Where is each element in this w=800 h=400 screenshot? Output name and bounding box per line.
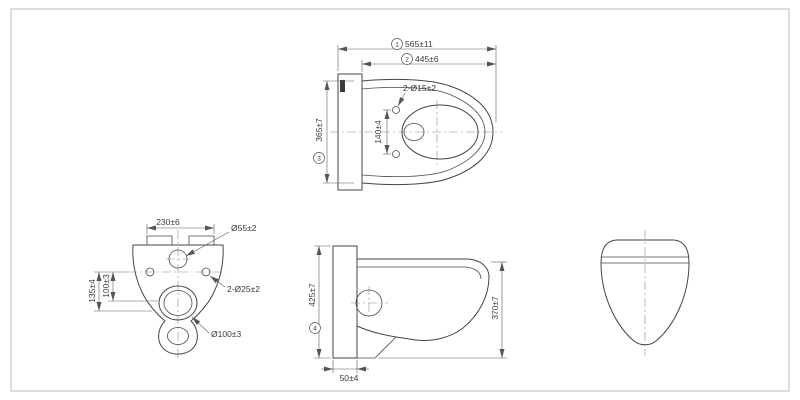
- dim-50-label: 50±4: [340, 373, 359, 383]
- dim-140-label: 140±4: [373, 120, 383, 144]
- balloon-425: [309, 322, 321, 334]
- leader-seat-holes-label: 2-Ø15±2: [403, 83, 436, 93]
- dim-365-label: 365±7: [314, 118, 324, 142]
- balloon-425-number: 4: [313, 326, 317, 333]
- side-wall-plate: [332, 245, 358, 359]
- sheet-border: [10, 8, 790, 392]
- bowl-opening: [401, 104, 479, 160]
- dim-445: 2 445±6: [361, 53, 496, 72]
- dim-100: 100±3: [101, 272, 158, 302]
- right-mounting-tab: [188, 235, 215, 245]
- balloon-445: [401, 53, 413, 65]
- bowl-outline: [361, 78, 494, 186]
- dim-365: 365±7 3: [313, 80, 354, 184]
- inlet-mark: [340, 80, 345, 92]
- side-rim-inner-line: [357, 266, 482, 280]
- dim-230: 230±6: [146, 217, 215, 234]
- leader-outlet-label: Ø100±3: [211, 329, 241, 339]
- left-mounting-tab: [146, 235, 173, 245]
- balloon-565: [391, 38, 403, 50]
- flush-outlet: [403, 123, 425, 141]
- dim-50: 50±4: [321, 360, 369, 383]
- dim-565: 1 565±11: [337, 38, 497, 122]
- dim-425: 425±7 4: [307, 245, 331, 359]
- fixing-hole-left: [145, 267, 155, 277]
- top-view: 1 565±11 2 445±6 2-Ø15±2 365±7 3: [313, 38, 502, 191]
- rear-body-outline: [132, 244, 224, 355]
- outlet-outer: [158, 285, 198, 321]
- rear-view: 230±6 Ø55±2 2-Ø25±2 135±4 100±3 Ø1: [87, 217, 260, 358]
- fixing-hole-right: [201, 267, 211, 277]
- leader-fixing-holes-label: 2-Ø25±2: [227, 284, 260, 294]
- dim-370: 370±7: [378, 261, 507, 359]
- dim-445-label: 445±6: [415, 54, 439, 64]
- outlet-inner: [163, 290, 193, 316]
- seat-hole-upper: [392, 106, 400, 114]
- side-view: 425±7 4 370±7 50±4: [307, 245, 507, 383]
- front-body-outline: [600, 239, 690, 346]
- balloon-565-number: 1: [395, 42, 399, 49]
- dim-140: 140±4: [373, 109, 391, 155]
- dim-565-label: 565±11: [405, 39, 433, 49]
- leader-inlet-label: Ø55±2: [231, 223, 257, 233]
- water-inlet-circle: [168, 249, 188, 269]
- leader-inlet: Ø55±2: [185, 223, 257, 257]
- trap-bottom-inner: [167, 327, 189, 345]
- front-view: [600, 230, 690, 356]
- leader-outlet: Ø100±3: [191, 316, 241, 339]
- seat-hole-lower: [392, 150, 400, 158]
- dim-100-label: 100±3: [101, 274, 111, 298]
- leader-fixing-holes: 2-Ø25±2: [209, 275, 260, 294]
- side-bowl-outline: [356, 258, 490, 341]
- side-lower-edge: [374, 336, 397, 359]
- balloon-365-number: 3: [317, 156, 321, 163]
- balloon-445-number: 2: [405, 57, 409, 64]
- bowl-rim-inner-line: [361, 86, 486, 178]
- dim-135-label: 135±4: [87, 279, 97, 303]
- dim-230-label: 230±6: [156, 217, 180, 227]
- balloon-365: [313, 152, 325, 164]
- leader-seat-holes: 2-Ø15±2: [397, 83, 436, 107]
- dim-425-label: 425±7: [307, 283, 317, 307]
- dim-370-label: 370±7: [490, 296, 500, 320]
